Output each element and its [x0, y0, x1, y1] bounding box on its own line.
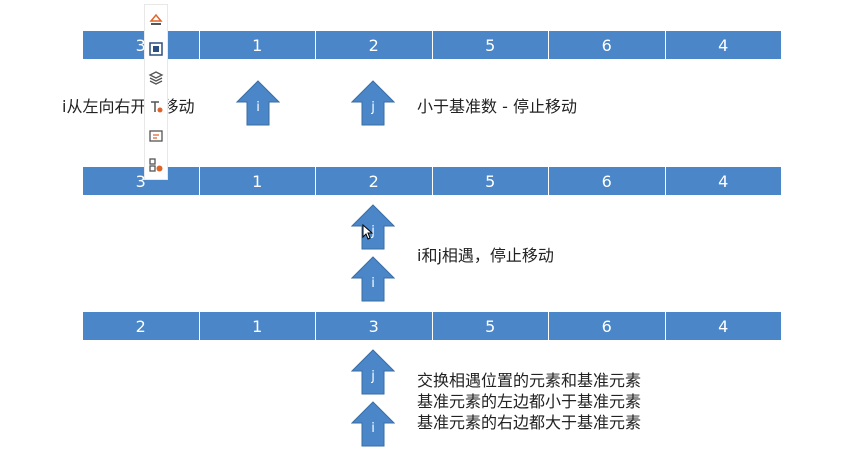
- array-cell: 2: [316, 167, 433, 195]
- array-cell: 1: [200, 312, 316, 340]
- pointer-arrow-i: i: [351, 256, 395, 302]
- shape-icon[interactable]: [145, 5, 167, 34]
- array-cell: 5: [433, 167, 549, 195]
- left-caption: i从左向右开始移动: [62, 97, 195, 116]
- text-box-icon[interactable]: [145, 121, 167, 150]
- array-cell: 4: [718, 316, 729, 336]
- array-cell: 4: [718, 35, 729, 55]
- pointer-arrow-j: j: [351, 80, 395, 126]
- array-cell: 5: [433, 31, 549, 59]
- pointer-arrow-j: j: [351, 349, 395, 395]
- arrange-icon[interactable]: [145, 150, 167, 179]
- step3-line-2: 基准元素的左边都小于基准元素: [417, 392, 642, 411]
- array-cell: 1: [200, 31, 316, 59]
- array-cell: 5: [433, 312, 549, 340]
- array-cell: 2: [83, 312, 200, 340]
- array-cell: 2: [316, 31, 433, 59]
- frame-icon[interactable]: [145, 34, 167, 63]
- mouse-cursor-icon: [362, 223, 374, 240]
- layers-icon[interactable]: [145, 63, 167, 92]
- array-cell: 6: [549, 31, 666, 59]
- array-row-3: 2 1 3 5 6 4: [83, 312, 781, 340]
- array-cell: 6: [549, 312, 666, 340]
- pointer-arrow-i: i: [351, 401, 395, 447]
- arrow-label: i: [371, 276, 375, 291]
- floating-toolbar: [144, 4, 168, 180]
- step3-notes: 交换相遇位置的元素和基准元素 基准元素的左边都小于基准元素 基准元素的右边都大于…: [417, 370, 641, 433]
- step1-note: 小于基准数 - 停止移动: [417, 97, 577, 116]
- array-cell: 3: [316, 312, 433, 340]
- arrow-label: j: [371, 224, 375, 239]
- step3-line-1: 交换相遇位置的元素和基准元素: [417, 371, 642, 390]
- array-cell: 1: [200, 167, 316, 195]
- arrow-label: i: [256, 100, 260, 115]
- pointer-arrow-i: i: [236, 80, 280, 126]
- arrow-label: j: [371, 369, 375, 384]
- array-cell: 3: [83, 31, 200, 59]
- text-style-icon[interactable]: [145, 92, 167, 121]
- array-cell: 4: [718, 171, 729, 191]
- step3-line-3: 基准元素的右边都大于基准元素: [417, 413, 642, 432]
- arrow-label: j: [371, 100, 375, 115]
- array-cell: 3: [83, 167, 200, 195]
- array-row-1: 3 1 2 5 6 4: [83, 31, 781, 59]
- array-cell: 6: [549, 167, 666, 195]
- array-row-2: 3 1 2 5 6 4: [83, 167, 781, 195]
- step2-note: i和j相遇，停止移动: [417, 246, 554, 265]
- arrow-label: i: [371, 421, 375, 436]
